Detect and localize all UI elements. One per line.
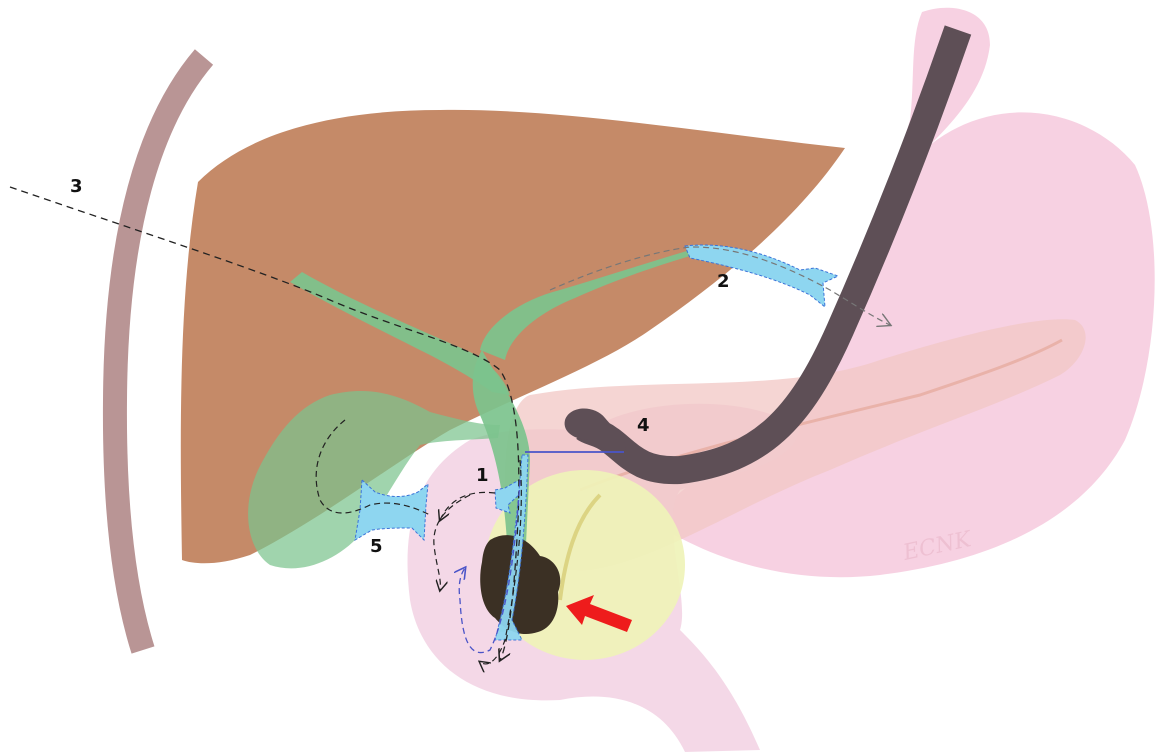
label-1: 1: [476, 465, 489, 486]
label-3: 3: [70, 176, 83, 197]
stent-5-gallbladder: [355, 480, 428, 540]
label-4: 4: [637, 415, 650, 436]
label-5: 5: [370, 536, 383, 557]
label-2: 2: [717, 271, 730, 292]
